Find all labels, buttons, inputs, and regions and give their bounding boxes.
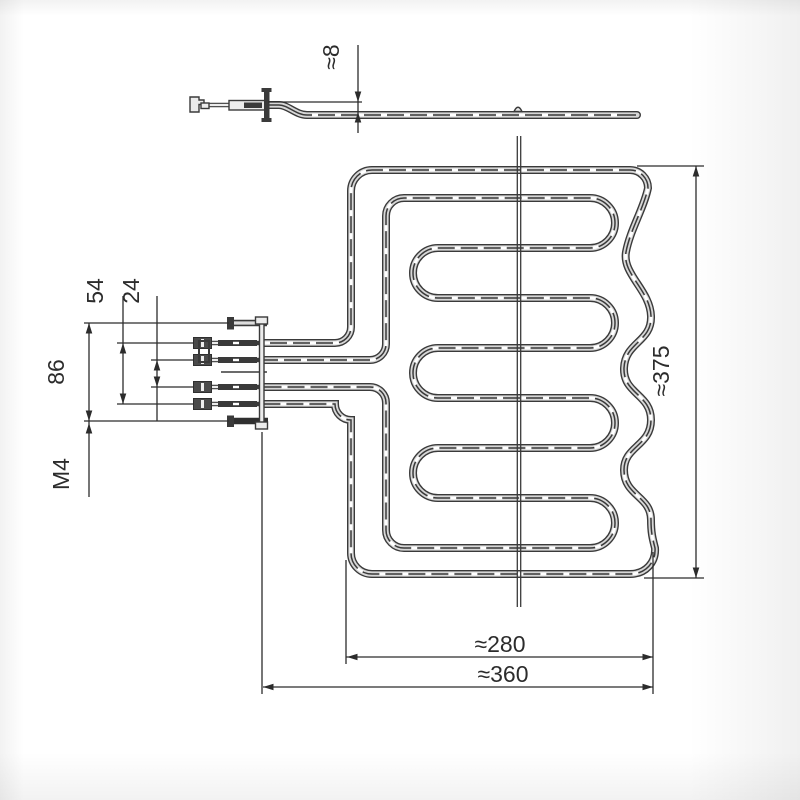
dim-inner-pin-spacing: 24	[118, 278, 194, 421]
dim-arrow	[85, 410, 93, 421]
side-plate-tab-bottom	[261, 118, 272, 122]
terminal-link	[198, 340, 210, 363]
side-plate-tab-top	[261, 88, 272, 92]
side-mounting-plate	[264, 90, 270, 120]
terminal-pins	[193, 337, 267, 410]
dim-arrow	[263, 683, 274, 691]
dim-element-depth: ≈280	[345, 552, 654, 694]
dim-tube-offset: ≈8	[268, 44, 362, 133]
dim-label-tube-offset: ≈8	[318, 44, 344, 69]
plate-tab-top	[254, 316, 269, 325]
terminal-bracket-foot	[200, 102, 210, 110]
inner-tube-fill	[264, 195, 618, 551]
outer-tube-wall	[264, 166, 660, 578]
dim-arrow	[153, 376, 161, 387]
terminal-block-slit	[201, 383, 204, 391]
terminal-block-slit	[201, 339, 204, 347]
side-tube-centerline	[266, 104, 636, 116]
dim-arrow	[642, 683, 653, 691]
insulator-sleeve-core	[244, 102, 262, 108]
support-rod	[516, 136, 522, 607]
terminal-block-slit	[201, 356, 204, 364]
dim-arrow	[153, 360, 161, 371]
stud-nut	[227, 415, 234, 427]
dim-outer-pin-spacing: 54	[82, 278, 194, 405]
dim-arrow	[354, 112, 362, 123]
dim-overall-depth: ≈360	[261, 432, 653, 694]
support-rod-tab	[512, 106, 524, 113]
dim-arrow	[692, 166, 700, 177]
dim-arrow	[692, 567, 700, 578]
side-view	[189, 88, 641, 122]
dim-label-stud-thread: M4	[48, 458, 74, 490]
terminal-pin-3	[193, 381, 260, 393]
dim-label-inner-pin-spacing: 24	[118, 278, 144, 304]
dim-arrow	[85, 323, 93, 334]
mounting-plate	[254, 316, 269, 430]
inner-tube	[264, 194, 619, 552]
front-view	[193, 136, 660, 607]
outer-tube-centerline	[264, 169, 656, 575]
dim-arrow	[85, 423, 93, 434]
terminal-pin-2	[193, 354, 260, 366]
terminal-block-slit	[201, 400, 204, 408]
outer-tube	[264, 166, 660, 578]
outer-tube-dashes	[264, 168, 657, 576]
dim-label-element-height: ≈375	[648, 346, 674, 397]
dim-arrow	[642, 653, 653, 661]
dim-label-stud-spacing: 86	[43, 359, 69, 385]
dim-stud-thread: M4	[48, 421, 93, 497]
dim-element-height: ≈375	[637, 165, 704, 579]
dim-label-overall-depth: ≈360	[478, 661, 529, 687]
dim-arrow	[347, 653, 358, 661]
plate-tab-bottom	[254, 421, 269, 430]
plate-body	[258, 317, 265, 429]
terminal-pin-4	[193, 398, 260, 410]
stud-nut	[227, 317, 234, 330]
terminal-pin-1	[193, 337, 260, 349]
dim-arrow	[354, 91, 362, 102]
dim-label-outer-pin-spacing: 54	[82, 278, 108, 304]
dim-label-element-depth: ≈280	[475, 631, 526, 657]
dim-arrow	[119, 343, 127, 354]
inner-tube-centerline	[264, 197, 616, 549]
outer-tube-fill	[264, 167, 658, 577]
dim-arrow	[119, 393, 127, 404]
